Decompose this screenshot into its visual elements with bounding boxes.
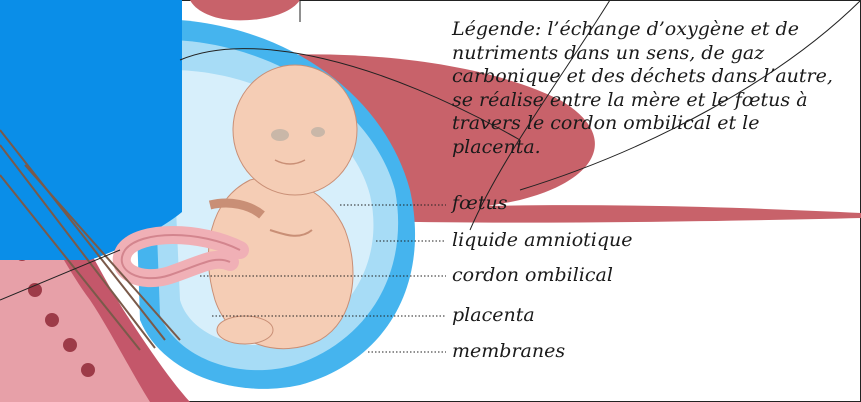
- label-membranes: membranes: [452, 340, 565, 362]
- label-liquide-amniotique: liquide amniotique: [452, 229, 633, 251]
- label-placenta: placenta: [452, 304, 535, 326]
- placenta-top: [190, 0, 300, 20]
- legend-text: Légende: l’échange d’oxygène et de nutri…: [452, 18, 852, 159]
- label-foetus: fœtus: [452, 192, 507, 214]
- label-cordon-ombilical: cordon ombilical: [452, 264, 613, 286]
- blue-block: [0, 0, 182, 260]
